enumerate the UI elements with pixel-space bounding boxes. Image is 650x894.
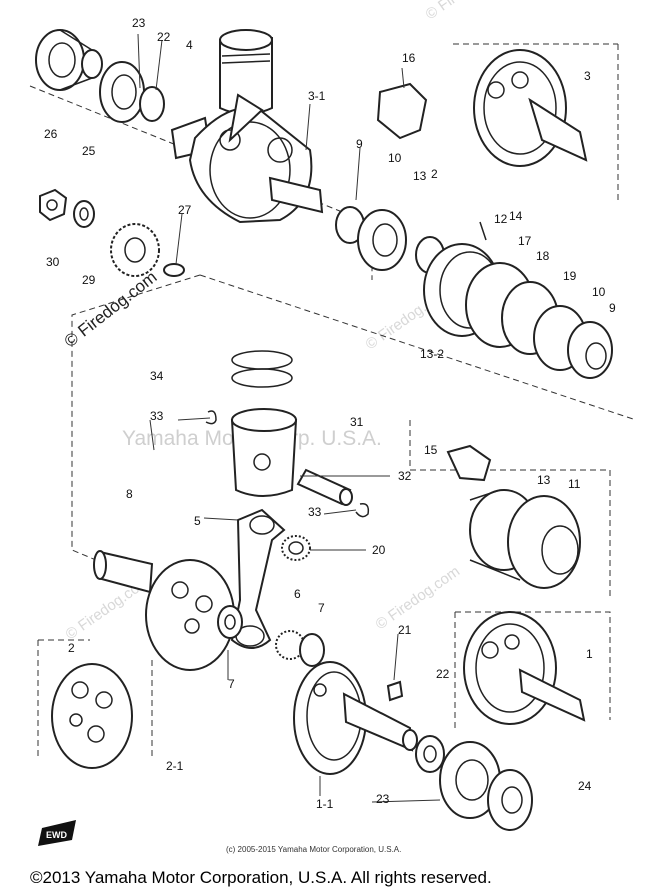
clip-33-upper xyxy=(205,410,217,425)
callout-label: 3-1 xyxy=(308,89,326,103)
callout-label: 30 xyxy=(46,255,60,269)
callout-label: 29 xyxy=(82,273,96,287)
callout-label: 18 xyxy=(536,249,550,263)
crank-half-2-1 xyxy=(51,663,133,769)
callout-label: 12 xyxy=(494,212,508,226)
callout-label: 1 xyxy=(586,647,593,661)
bearing-23-lower xyxy=(439,741,533,831)
callout-label: 1-1 xyxy=(316,797,334,811)
callout-label: 31 xyxy=(350,415,364,429)
callout-label: 14 xyxy=(509,209,523,223)
callout-label: 23 xyxy=(132,16,146,30)
key-27 xyxy=(163,263,185,277)
ewd-logo: EWD xyxy=(38,820,76,846)
callout-label: 2 xyxy=(431,167,438,181)
callout-label: 26 xyxy=(44,127,58,141)
callout-label: 20 xyxy=(372,543,386,557)
callout-label: 32 xyxy=(398,469,412,483)
watermark-firedog-top: © Firedog.com xyxy=(423,0,514,23)
callout-label: 7 xyxy=(318,601,325,615)
callout-label: 15 xyxy=(424,443,438,457)
callout-label: 7 xyxy=(228,677,235,691)
callout-label: 10 xyxy=(388,151,402,165)
washer-30 xyxy=(73,200,95,228)
washer-7-right xyxy=(299,633,325,667)
crankshaft-assembly-11 xyxy=(446,444,581,589)
nut-30 xyxy=(39,188,68,222)
callout-label: 27 xyxy=(178,203,192,217)
callout-label: 10 xyxy=(592,285,606,299)
callout-label: 24 xyxy=(578,779,592,793)
callout-label: 6 xyxy=(294,587,301,601)
key-21 xyxy=(386,680,404,702)
callout-label: 5 xyxy=(194,514,201,528)
crankshaft-top xyxy=(170,93,324,224)
callout-label: 13 xyxy=(537,473,551,487)
washer-7-left xyxy=(217,605,243,639)
callout-label: 17 xyxy=(518,234,532,248)
callout-label: 2 xyxy=(68,641,75,655)
callout-label: 4 xyxy=(186,38,193,52)
washer-crank-right xyxy=(415,735,445,773)
callout-label: 33 xyxy=(308,505,322,519)
crank-half-1-1 xyxy=(293,661,418,775)
piston-rings-34 xyxy=(231,350,293,388)
callout-label: 23 xyxy=(376,792,390,806)
logo-text: EWD xyxy=(46,830,67,840)
callout-label: 22 xyxy=(436,667,450,681)
needle-bearing-20 xyxy=(281,535,311,561)
callout-label: 16 xyxy=(402,51,416,65)
watermark-firedog-right: © Firedog.com xyxy=(373,563,464,633)
pump-16 xyxy=(376,82,428,140)
callout-label: 8 xyxy=(126,487,133,501)
crankshaft-1 xyxy=(463,611,586,725)
callout-label: 22 xyxy=(157,30,171,44)
callout-label: 9 xyxy=(356,137,363,151)
callout-label: 19 xyxy=(563,269,577,283)
callout-label: 13 xyxy=(413,169,427,183)
callout-label: 11 xyxy=(568,477,581,491)
footer-copyright: ©2013 Yamaha Motor Corporation, U.S.A. A… xyxy=(30,868,492,887)
crankshaft-3 xyxy=(473,49,588,167)
crankshaft-center-assembly xyxy=(415,221,613,379)
piston-pin-32 xyxy=(296,468,353,506)
callout-label: 25 xyxy=(82,144,96,158)
callout-label: 34 xyxy=(150,369,164,383)
watermark-firedog-main: © Firedog.com xyxy=(61,267,161,351)
gear-29 xyxy=(110,223,160,277)
leader-lines xyxy=(137,33,441,803)
callout-label: 21 xyxy=(398,623,412,637)
callout-label: 2-1 xyxy=(166,759,184,773)
callout-label: 33 xyxy=(150,409,164,423)
bearing-9-upper xyxy=(335,206,407,271)
bearing-22 xyxy=(99,61,165,123)
piston-31 xyxy=(230,408,298,497)
callout-label: 9 xyxy=(609,301,616,315)
callout-label: 3 xyxy=(584,69,591,83)
callout-label: 13-2 xyxy=(420,347,444,361)
footer-small-copyright: (c) 2005-2015 Yamaha Motor Corporation, … xyxy=(226,845,401,854)
bearing-26 xyxy=(35,29,103,91)
clip-33-lower xyxy=(355,502,370,518)
